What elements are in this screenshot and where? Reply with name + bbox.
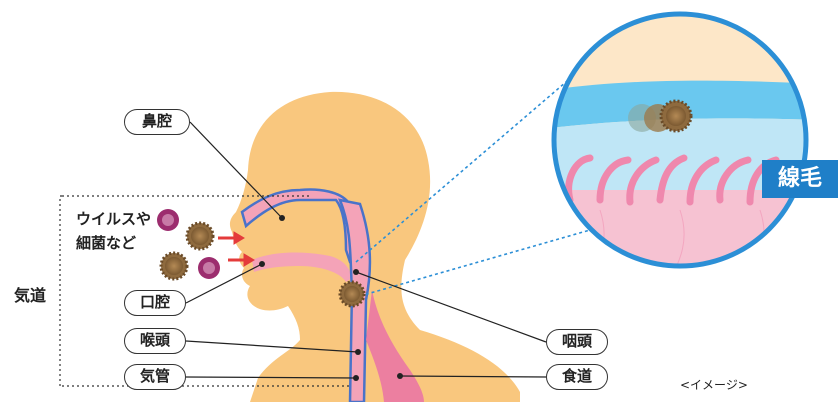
leader-trachea: [185, 376, 357, 379]
label-trachea: 気管: [124, 364, 186, 390]
zoom-line-top: [355, 69, 581, 263]
virus-purple-1: [157, 209, 179, 231]
leader-nasal: [189, 121, 283, 219]
label-larynx: 喉頭: [124, 328, 186, 354]
leader-oral: [185, 263, 263, 304]
entry-arrows: [218, 231, 255, 267]
label-nasal-cavity: 鼻腔: [124, 109, 190, 135]
label-esophagus: 食道: [546, 364, 608, 390]
head-silhouette: [229, 91, 520, 402]
leader-pharynx: [355, 271, 547, 343]
esophagus-tube: [366, 290, 424, 402]
image-note: <イメージ>: [680, 378, 748, 392]
bacteria-in-throat: [338, 280, 366, 308]
label-pathogens-line2: 細菌など: [76, 234, 137, 252]
virus-purple-2: [198, 257, 220, 279]
label-airway: 気道: [14, 286, 47, 305]
oral-cavity-region: [252, 252, 352, 282]
bacteria-brown-2: [159, 251, 189, 281]
label-oral-cavity: 口腔: [124, 290, 186, 316]
cilia-zoom-circle: [551, 11, 809, 269]
airway-bracket: [59, 195, 62, 387]
label-pharynx: 咽頭: [546, 329, 608, 355]
zoom-line-bottom: [359, 229, 591, 297]
label-cilia: 線毛: [762, 160, 838, 198]
bacteria-brown-1: [185, 221, 215, 251]
leader-esophagus: [399, 375, 547, 378]
leader-larynx: [185, 340, 359, 353]
label-pathogens-line1: ウイルスや: [76, 210, 152, 228]
